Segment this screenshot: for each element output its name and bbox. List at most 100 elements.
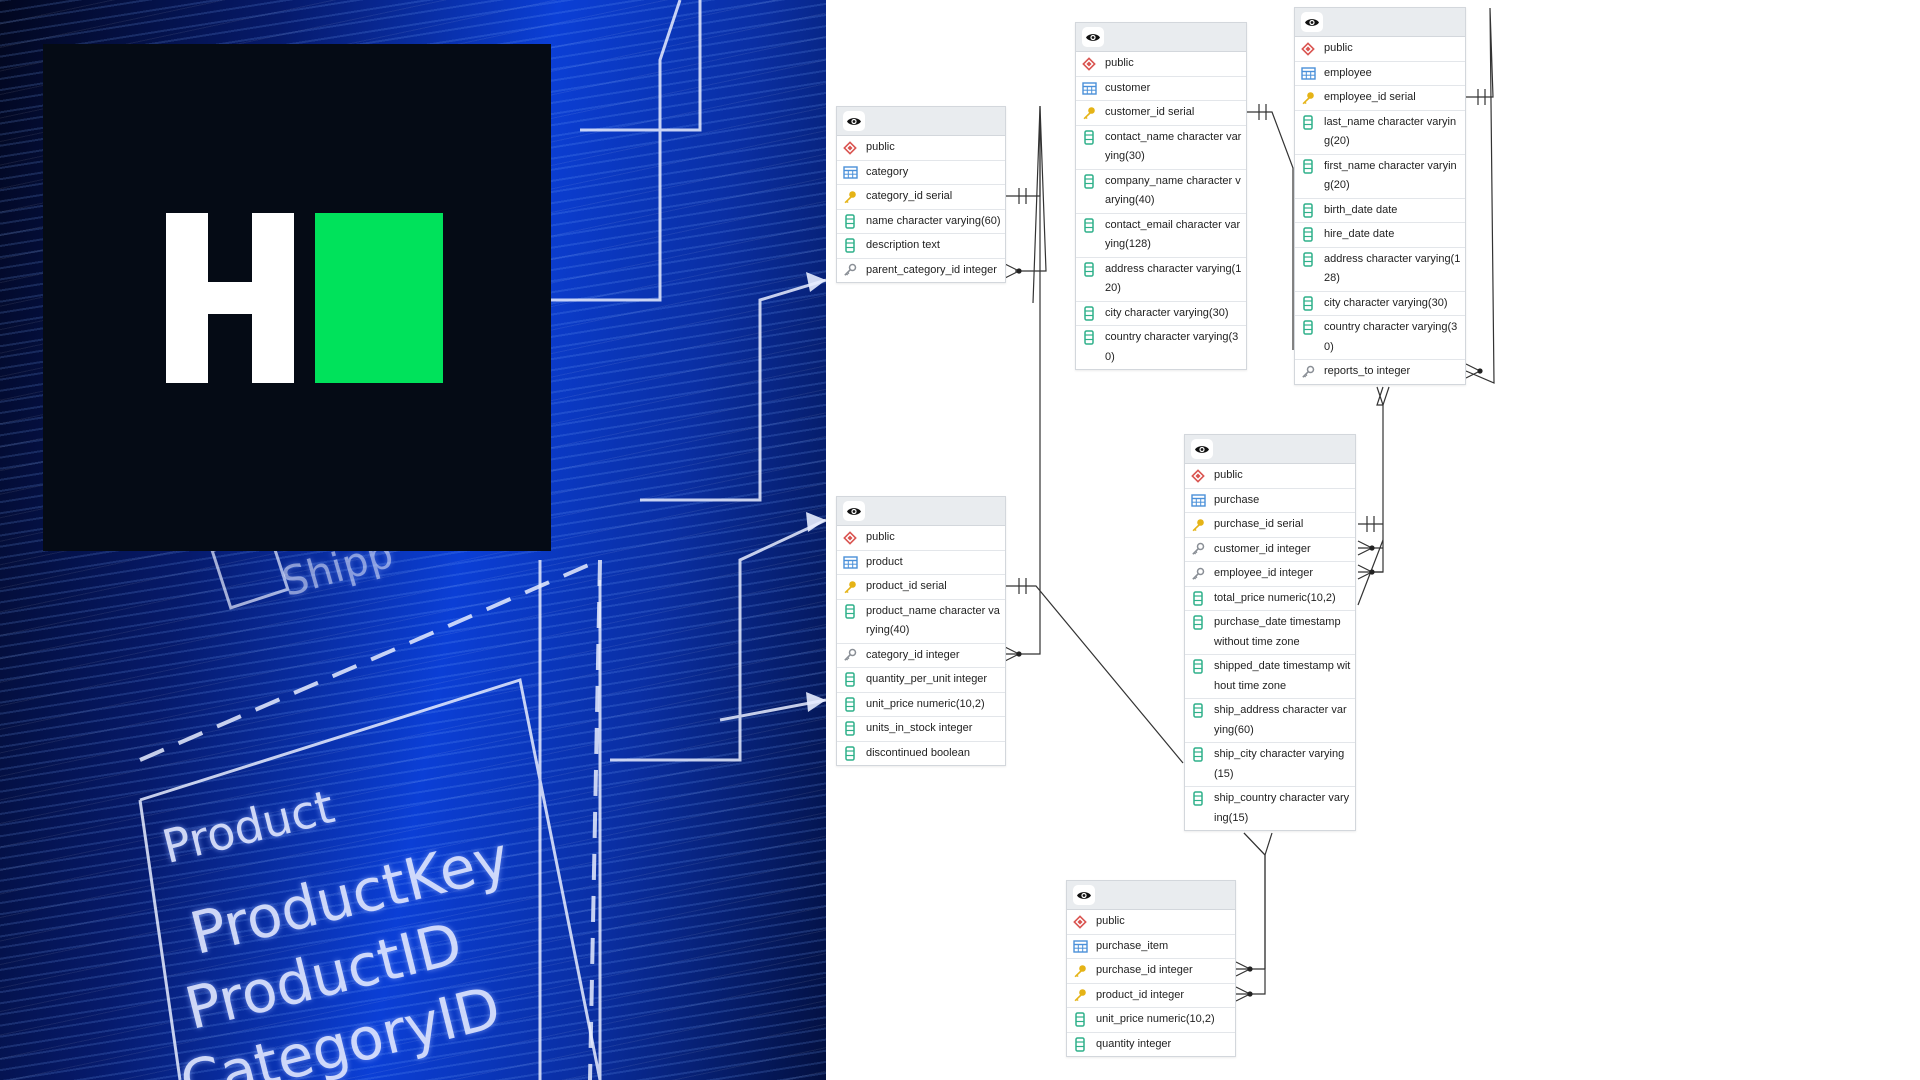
column-row[interactable]: unit_price numeric(10,2) — [1067, 1008, 1235, 1033]
column-icon — [1072, 1035, 1088, 1054]
column-icon — [1300, 250, 1316, 269]
column-row[interactable]: units_in_stock integer — [837, 717, 1005, 742]
column-icon — [1300, 294, 1316, 313]
column-row[interactable]: purchase_id serial — [1185, 513, 1355, 538]
column-row[interactable]: reports_to integer — [1295, 360, 1465, 384]
table-purchase[interactable]: public purchase purchase_id serial custom… — [1184, 434, 1356, 831]
schema-row: public — [1185, 464, 1355, 489]
column-label: customer_id integer — [1214, 542, 1311, 555]
column-row[interactable]: quantity integer — [1067, 1033, 1235, 1057]
table-header[interactable] — [1295, 8, 1465, 37]
column-label: ship_address character varying(60) — [1214, 704, 1347, 736]
column-row[interactable]: ship_city character varying(15) — [1185, 743, 1355, 787]
column-row[interactable]: product_id serial — [837, 575, 1005, 600]
column-icon — [1081, 304, 1097, 323]
column-row[interactable]: contact_email character varying(128) — [1076, 214, 1246, 258]
eye-icon[interactable] — [843, 501, 865, 521]
column-row[interactable]: company_name character varying(40) — [1076, 170, 1246, 214]
column-row[interactable]: ship_address character varying(60) — [1185, 699, 1355, 743]
column-row[interactable]: last_name character varying(20) — [1295, 111, 1465, 155]
column-row[interactable]: hire_date date — [1295, 223, 1465, 248]
column-row[interactable]: employee_id serial — [1295, 86, 1465, 111]
column-row[interactable]: category_id integer — [837, 644, 1005, 668]
eye-icon[interactable] — [843, 111, 865, 131]
table-header[interactable] — [837, 497, 1005, 526]
column-row[interactable]: product_name character varying(40) — [837, 600, 1005, 644]
table-name: employee — [1324, 66, 1372, 79]
schema-icon — [1300, 39, 1316, 58]
column-row[interactable]: discontinued boolean — [837, 742, 1005, 766]
eye-icon[interactable] — [1082, 27, 1104, 47]
column-icon — [1190, 745, 1206, 764]
column-row[interactable]: first_name character varying(20) — [1295, 155, 1465, 199]
table-header[interactable] — [1185, 435, 1355, 464]
column-label: first_name character varying(20) — [1324, 159, 1457, 192]
column-row[interactable]: total_price numeric(10,2) — [1185, 587, 1355, 611]
column-label: address character varying(128) — [1324, 252, 1461, 285]
eye-icon[interactable] — [1191, 439, 1213, 459]
schema-row: public — [1076, 52, 1246, 77]
column-row[interactable]: customer_id serial — [1076, 101, 1246, 126]
column-row[interactable]: name character varying(60) — [837, 210, 1005, 234]
hero-diagram-lines — [138, 0, 826, 1080]
column-icon — [1081, 172, 1097, 191]
table-category[interactable]: public category category_id serial name c… — [836, 106, 1006, 283]
column-label: company_name character varying(40) — [1105, 174, 1241, 207]
schema-icon — [842, 138, 858, 157]
key-icon — [842, 187, 858, 206]
column-label: city character varying(30) — [1324, 296, 1448, 309]
schema-label: public — [866, 141, 895, 153]
column-row[interactable]: quantity_per_unit integer — [837, 668, 1005, 693]
table-header[interactable] — [837, 107, 1005, 136]
column-icon — [842, 602, 858, 621]
logo-card — [43, 44, 551, 551]
column-row[interactable]: ship_country character varying(15) — [1185, 787, 1355, 830]
column-row[interactable]: description text — [837, 234, 1005, 259]
column-row[interactable]: product_id integer — [1067, 984, 1235, 1008]
column-icon — [1081, 260, 1097, 279]
column-row[interactable]: contact_name character varying(30) — [1076, 126, 1246, 170]
column-row[interactable]: country character varying(30) — [1295, 316, 1465, 360]
column-icon — [1081, 216, 1097, 235]
column-row[interactable]: customer_id integer — [1185, 538, 1355, 562]
column-label: name character varying(60) — [866, 214, 1001, 227]
eye-icon[interactable] — [1073, 885, 1095, 905]
column-row[interactable]: employee_id integer — [1185, 562, 1355, 587]
link-product-category — [1005, 105, 1041, 655]
column-label: city character varying(30) — [1105, 306, 1229, 319]
foreign-key-icon — [842, 261, 858, 280]
eye-icon[interactable] — [1301, 12, 1323, 32]
column-label: customer_id serial — [1105, 106, 1195, 118]
column-row[interactable]: birth_date date — [1295, 199, 1465, 223]
column-row[interactable]: shipped_date timestamp without time zone — [1185, 655, 1355, 699]
column-row[interactable]: purchase_date timestamp without time zon… — [1185, 611, 1355, 655]
erd-canvas[interactable]: public category category_id serial name c… — [826, 0, 1920, 1080]
table-header[interactable] — [1076, 23, 1246, 52]
table-header[interactable] — [1067, 881, 1235, 910]
table-name-row: purchase_item — [1067, 935, 1235, 959]
column-row[interactable]: address character varying(120) — [1076, 258, 1246, 302]
table-name: category — [866, 165, 909, 178]
column-row[interactable]: category_id serial — [837, 185, 1005, 210]
table-employee[interactable]: public employee employee_id serial last_n… — [1294, 7, 1466, 385]
logo-h-letter — [166, 213, 294, 383]
column-row[interactable]: country character varying(30) — [1076, 326, 1246, 369]
column-row[interactable]: parent_category_id integer — [837, 259, 1005, 283]
schema-icon — [842, 528, 858, 547]
column-icon — [842, 719, 858, 738]
column-row[interactable]: purchase_id integer — [1067, 959, 1235, 984]
column-row[interactable]: unit_price numeric(10,2) — [837, 693, 1005, 717]
foreign-key-icon — [842, 646, 858, 665]
table-purchase-item[interactable]: public purchase_item purchase_id integer… — [1066, 880, 1236, 1057]
column-label: last_name character varying(20) — [1324, 115, 1457, 148]
table-name-row: purchase — [1185, 489, 1355, 513]
column-label: contact_email character varying(128) — [1105, 218, 1241, 251]
column-icon — [842, 695, 858, 714]
column-row[interactable]: city character varying(30) — [1076, 302, 1246, 326]
column-row[interactable]: city character varying(30) — [1295, 292, 1465, 316]
column-icon — [1300, 157, 1316, 176]
schema-label: public — [1324, 42, 1353, 54]
column-row[interactable]: address character varying(128) — [1295, 248, 1465, 292]
